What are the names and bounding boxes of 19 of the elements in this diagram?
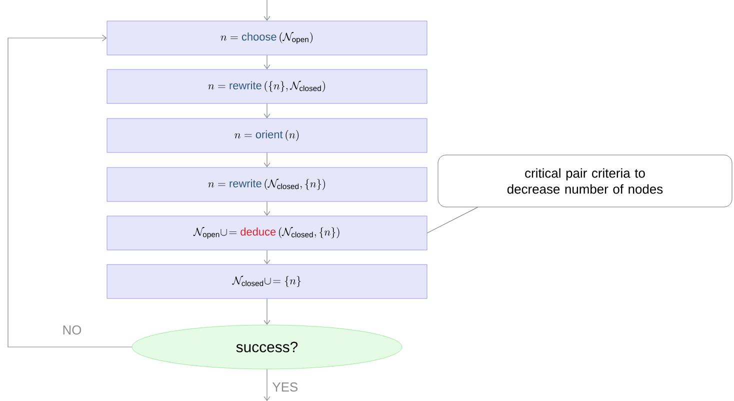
process-box: $n = {\color[HTML]{2E5A7A}\mathsf{rewrite}}\left(\mathcal{N}_{\mathsf{closed}}, \{n\}\right)$ bbox=[106, 167, 428, 202]
process-box: $n = {\color[HTML]{2E5A7A}\mathsf{orient}}\left(n\right)$ bbox=[106, 118, 428, 153]
arrow bbox=[264, 201, 270, 216]
arrow bbox=[264, 103, 270, 118]
process-box: $\mathcal{N}_{\mathsf{open}} \cup\!= {\color[HTML]{E0202A}\mathsf{deduce}}\left(\mathcal{N}_{\mathsf{closed}}, \{n\}\right)$ bbox=[106, 216, 428, 250]
arrow bbox=[264, 152, 270, 168]
arrow bbox=[264, 368, 270, 401]
arrow bbox=[8, 34, 132, 348]
edge-label: NO bbox=[63, 325, 82, 335]
edge-label: YES bbox=[272, 382, 298, 392]
leader-line bbox=[426, 206, 478, 234]
process-box: $\mathcal{N}_{\mathsf{closed}} \cup\!= \{n\}$ bbox=[106, 264, 428, 299]
process-box: $n = {\color[HTML]{2E5A7A}\mathsf{choose}}\left(\mathcal{N}_{\mathsf{open}}\right)$ bbox=[106, 20, 428, 56]
callout-box: critical pair criteria to decrease number of nodes bbox=[438, 154, 732, 208]
arrow bbox=[264, 250, 270, 264]
arrow bbox=[264, 298, 270, 325]
arrow bbox=[264, 0, 270, 21]
arrow bbox=[264, 54, 270, 70]
process-box: $n = {\color[HTML]{2E5A7A}\mathsf{rewrite}}\left(\{n\}, \mathcal{N}_{\mathsf{closed}}\right)$ bbox=[106, 69, 428, 104]
